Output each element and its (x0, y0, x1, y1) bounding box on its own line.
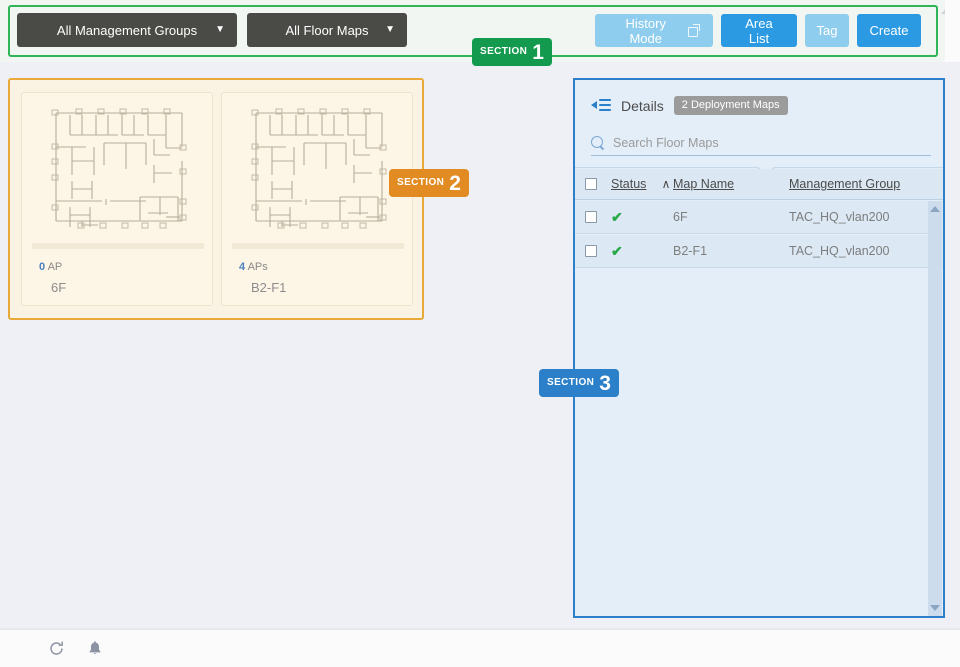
sort-ascending-icon[interactable]: ∧ (659, 177, 673, 191)
ap-count: 4 APs (239, 261, 286, 273)
details-panel: Details 2 Deployment Maps Status ∧ Map N… (573, 78, 945, 618)
section-3-word: SECTION (547, 378, 594, 388)
details-panel-header: Details 2 Deployment Maps (575, 80, 943, 168)
bell-icon[interactable] (87, 640, 103, 657)
scroll-down-arrow-icon[interactable] (930, 605, 940, 611)
floor-plan-thumbnail (22, 97, 212, 241)
status-check-icon: ✔ (611, 210, 623, 224)
section-2-badge: SECTION 2 (389, 169, 469, 197)
section-1-number: 1 (532, 42, 544, 63)
ap-count-value: 4 (239, 261, 245, 273)
floor-map-name: B2-F1 (251, 280, 286, 295)
collapse-panel-icon[interactable] (591, 99, 611, 112)
row-checkbox-cell (575, 245, 607, 257)
section-1-badge: SECTION 1 (472, 38, 552, 66)
row-status-cell: ✔ (607, 244, 659, 258)
history-mode-button[interactable]: History Mode (595, 14, 713, 47)
deployment-maps-badge: 2 Deployment Maps (674, 96, 788, 115)
refresh-icon[interactable] (48, 640, 65, 657)
scroll-up-arrow-icon[interactable] (930, 206, 940, 212)
row-checkbox[interactable] (585, 245, 597, 257)
floor-plan-drawing (242, 103, 392, 235)
column-header-map-name[interactable]: Map Name (673, 177, 789, 191)
row-map-name: 6F (673, 210, 789, 224)
floor-map-name: 6F (51, 280, 66, 295)
floor-plan-drawing (42, 103, 192, 235)
toolbar-right-gutter (945, 0, 960, 62)
management-group-dropdown-label: All Management Groups (17, 23, 237, 38)
floor-map-card[interactable]: 4 APs B2-F1 (221, 92, 413, 306)
card-divider (32, 243, 204, 249)
area-list-label: Area List (735, 16, 783, 46)
section-3-badge: SECTION 3 (539, 369, 619, 397)
floor-map-dropdown[interactable]: All Floor Maps ▼ (247, 13, 407, 47)
table-row[interactable]: ✔ 6F TAC_HQ_vlan200 (575, 201, 943, 234)
ap-count-unit: AP (48, 261, 63, 273)
chevron-down-icon: ▼ (385, 25, 395, 35)
row-status-cell: ✔ (607, 210, 659, 224)
floor-plan-thumbnail (222, 97, 412, 241)
table-row[interactable]: ✔ B2-F1 TAC_HQ_vlan200 (575, 235, 943, 268)
table-header-row: Status ∧ Map Name Management Group (575, 169, 943, 200)
status-bar (0, 629, 960, 667)
status-check-icon: ✔ (611, 244, 623, 258)
row-management-group: TAC_HQ_vlan200 (789, 210, 943, 224)
panel-scrollbar[interactable] (928, 201, 942, 616)
row-checkbox[interactable] (585, 211, 597, 223)
ap-count: 0 AP (39, 261, 66, 273)
section-2-word: SECTION (397, 178, 444, 188)
select-all-checkbox[interactable] (585, 178, 597, 190)
search-input[interactable] (613, 136, 913, 150)
tag-button[interactable]: Tag (805, 14, 849, 47)
card-divider (232, 243, 404, 249)
tag-label: Tag (817, 23, 838, 38)
ap-count-unit: APs (248, 261, 268, 273)
column-header-status[interactable]: Status (607, 177, 659, 191)
section-2-highlight: 0 AP 6F (8, 78, 424, 320)
history-mode-label: History Mode (609, 16, 682, 46)
management-group-dropdown[interactable]: All Management Groups ▼ (17, 13, 237, 47)
section-3-number: 3 (599, 373, 611, 394)
row-checkbox-cell (575, 211, 607, 223)
section-1-word: SECTION (480, 47, 527, 57)
panel-title: Details (621, 98, 664, 114)
chevron-down-icon: ▼ (215, 25, 225, 35)
column-header-management-group[interactable]: Management Group (789, 177, 943, 191)
floor-map-card[interactable]: 0 AP 6F (21, 92, 213, 306)
search-icon (591, 136, 605, 150)
select-all-checkbox-cell (575, 178, 607, 190)
create-label: Create (869, 23, 908, 38)
ap-count-value: 0 (39, 261, 45, 273)
section-2-number: 2 (449, 173, 461, 194)
row-map-name: B2-F1 (673, 244, 789, 258)
row-management-group: TAC_HQ_vlan200 (789, 244, 943, 258)
search-floor-maps-row[interactable] (591, 130, 931, 156)
external-link-icon (688, 25, 699, 36)
floor-map-dropdown-label: All Floor Maps (247, 23, 407, 38)
area-list-button[interactable]: Area List (721, 14, 797, 47)
create-button[interactable]: Create (857, 14, 921, 47)
